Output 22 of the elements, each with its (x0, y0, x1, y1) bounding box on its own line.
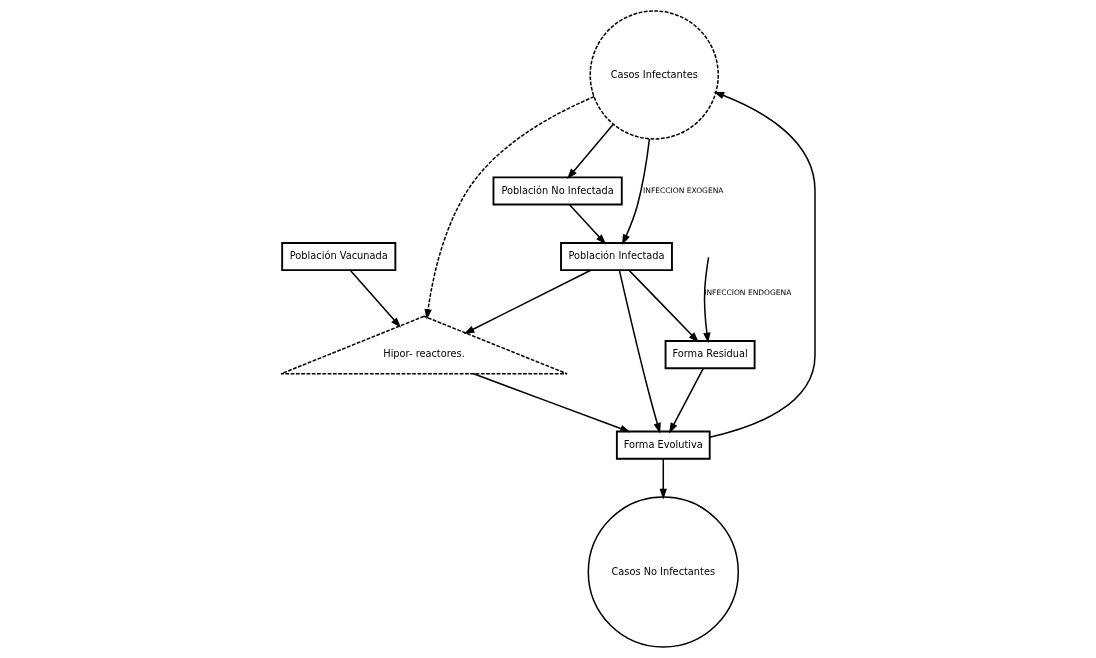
arrow (472, 373, 631, 433)
arrow (349, 269, 401, 328)
edge-label: INFECCION ENDOGENA (704, 288, 792, 298)
arrow (568, 203, 607, 245)
edge-label: INFECCION EXOGENA (643, 185, 724, 195)
node-box: Población No Infectada (492, 176, 623, 206)
node-box: Población Infectada (560, 242, 673, 272)
node-circle: Casos Infectantes (589, 10, 719, 140)
arrow (709, 91, 816, 438)
node-circle: Casos No Infectantes (587, 496, 739, 648)
arrow (618, 269, 661, 434)
arrow (628, 269, 699, 343)
arrow (424, 95, 595, 320)
arrow (669, 367, 705, 434)
node-box: Forma Residual (664, 340, 756, 370)
arrow (703, 256, 711, 344)
node-box: Población Vacunada (281, 242, 397, 272)
arrow (622, 138, 651, 245)
arrow (659, 458, 667, 500)
arrow (463, 269, 592, 334)
node-box: Forma Evolutiva (615, 430, 711, 460)
arrow (567, 123, 614, 180)
